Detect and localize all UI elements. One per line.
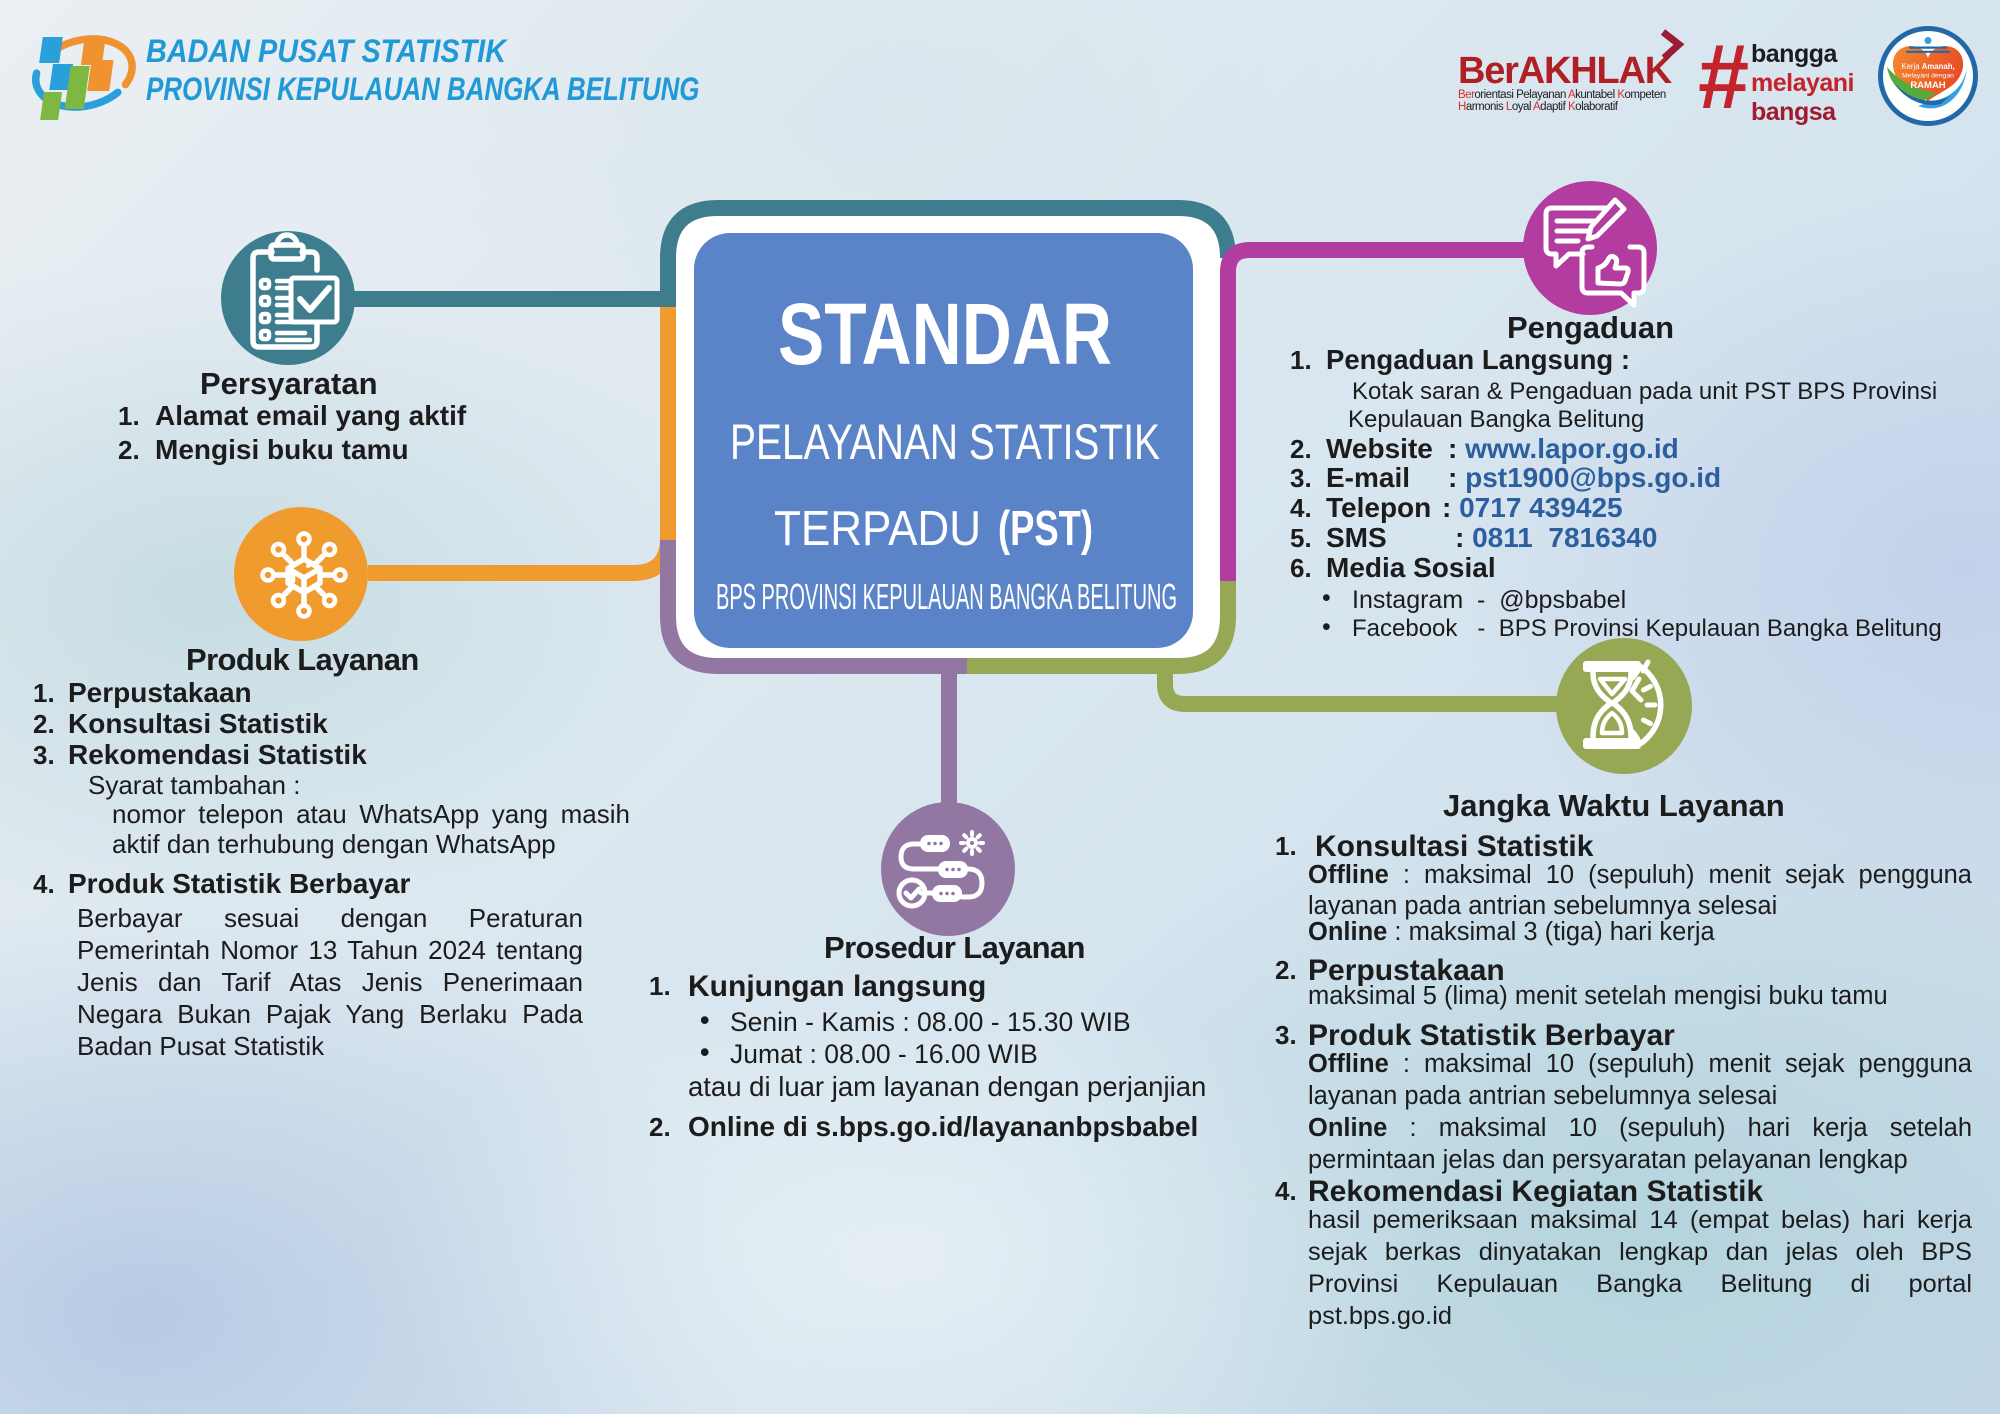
svg-text:Kerja Amanah,: Kerja Amanah, [1901, 62, 1954, 71]
svg-text:PELAYANAN STATISTIK: PELAYANAN STATISTIK [730, 414, 1160, 470]
svg-text:(PST): (PST) [998, 502, 1093, 556]
svg-text:Melayani dengan: Melayani dengan [1902, 73, 1954, 80]
svg-text:RAMAH: RAMAH [1910, 80, 1945, 91]
svg-text:STANDAR: STANDAR [778, 286, 1112, 383]
svg-text:BPS PROVINSI KEPULAUAN BANGKA: BPS PROVINSI KEPULAUAN BANGKA BELITUNG [716, 576, 1177, 617]
svg-text:TERPADU: TERPADU [774, 502, 981, 556]
